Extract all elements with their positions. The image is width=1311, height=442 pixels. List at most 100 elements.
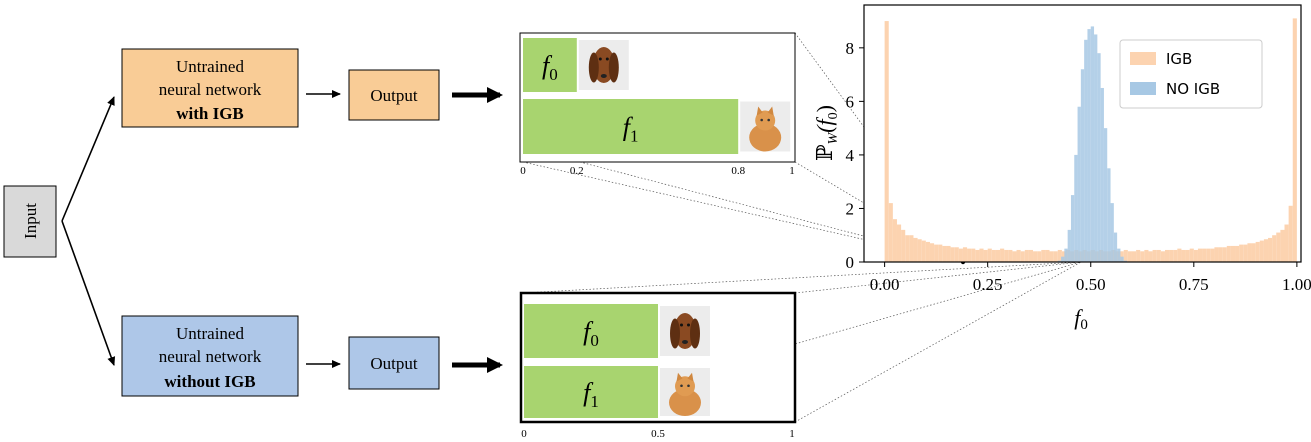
igb-hist-bin bbox=[1127, 251, 1132, 262]
y-tick-label-0: 0 bbox=[846, 253, 855, 272]
igb-hist-bin bbox=[1057, 249, 1062, 262]
x-tick-label-0: 0.00 bbox=[870, 275, 900, 294]
igb-hist-bin bbox=[1136, 249, 1141, 262]
noigb-hist-bin bbox=[1070, 195, 1075, 262]
noigb-output-bar-f1 bbox=[524, 366, 658, 418]
igb-hist-bin bbox=[967, 248, 972, 262]
igb-output-cat-photo-f1 bbox=[740, 101, 791, 152]
igb-hist-bin bbox=[1280, 229, 1285, 262]
igb-hist-bin bbox=[991, 249, 996, 262]
igb-hist-bin bbox=[1193, 249, 1198, 262]
noigb-hist-bin bbox=[1117, 248, 1121, 262]
igb-hist-bin bbox=[888, 203, 893, 262]
igb-hist-bin bbox=[975, 249, 980, 262]
igb-hist-bin bbox=[958, 248, 963, 262]
igb-hist-bin bbox=[892, 219, 897, 262]
noigb-hist-bin bbox=[1057, 260, 1062, 262]
igb-hist-bin bbox=[1012, 251, 1017, 262]
igb-hist-bin bbox=[1000, 248, 1005, 262]
output-noigb-box: Output bbox=[348, 336, 440, 390]
igb-hist-bin bbox=[1210, 248, 1215, 262]
arrow-to-igb-network bbox=[61, 96, 115, 222]
noigb-output-bar-f0 bbox=[524, 304, 658, 358]
igb-hist-bin bbox=[1140, 251, 1145, 262]
network-with-igb-line2: neural network bbox=[159, 80, 262, 99]
noigb-hist-bin bbox=[1094, 34, 1098, 262]
igb-hist-bin bbox=[1037, 251, 1042, 262]
igb-output-bar-f0 bbox=[523, 38, 577, 92]
noigb-output-axis-tick-1: 0.5 bbox=[651, 428, 665, 440]
noigb-hist-bin bbox=[1103, 128, 1108, 262]
igb-hist-bin bbox=[1292, 18, 1297, 262]
igb-hist-bin bbox=[913, 237, 918, 262]
igb-hist-bin bbox=[1276, 232, 1281, 262]
igb-hist-bin bbox=[1259, 240, 1264, 262]
legend-noigb-label: NO IGB bbox=[1166, 80, 1220, 98]
network-with-igb-line1: Untrained bbox=[176, 57, 244, 76]
igb-hist-bin bbox=[1123, 249, 1128, 262]
igb-hist-bin bbox=[995, 249, 1001, 262]
igb-hist-bin bbox=[983, 249, 988, 262]
network-without-igb-line1: Untrained bbox=[176, 324, 244, 343]
noigb-hist-bin bbox=[1064, 248, 1068, 262]
network-without-igb-line3: without IGB bbox=[164, 372, 255, 391]
igb-hist-bin bbox=[962, 247, 968, 262]
noigb-hist-bin bbox=[1077, 106, 1081, 263]
igb-output-bar-label-f1: f1 bbox=[623, 113, 639, 146]
igb-hist-bin bbox=[1181, 249, 1186, 262]
igb-hist-bin bbox=[1173, 249, 1178, 262]
network-with-igb-line3: with IGB bbox=[176, 104, 244, 123]
network-without-igb-box: Untrained neural network without IGB bbox=[121, 315, 299, 397]
network-with-igb-box: Untrained neural network with IGB bbox=[121, 48, 299, 128]
igb-hist-bin bbox=[917, 239, 922, 262]
igb-hist-bin bbox=[1028, 249, 1034, 262]
igb-output-axis-tick-1: 0.2 bbox=[570, 165, 584, 177]
igb-hist-bin bbox=[942, 245, 947, 262]
igb-hist-bin bbox=[950, 247, 955, 262]
noigb-hist-bin bbox=[1084, 39, 1088, 263]
igb-hist-bin bbox=[1272, 235, 1277, 262]
igb-hist-bin bbox=[1033, 251, 1038, 262]
igb-hist-bin bbox=[1255, 241, 1260, 262]
igb-hist-bin bbox=[1202, 248, 1207, 262]
igb-hist-bin bbox=[1185, 249, 1190, 262]
noigb-hist-bin bbox=[1107, 168, 1111, 262]
igb-hist-bin bbox=[1226, 245, 1231, 262]
noigb-hist-bin bbox=[1113, 232, 1118, 262]
igb-hist-bin bbox=[1156, 249, 1161, 262]
noigb-hist-bin bbox=[1067, 229, 1071, 262]
noigb-hist-bin bbox=[1120, 256, 1124, 262]
igb-output-axis-tick-0: 0 bbox=[520, 165, 526, 177]
igb-hist-bin bbox=[896, 224, 902, 262]
noigb-hist-bin bbox=[1061, 256, 1065, 262]
input-node: Input bbox=[3, 185, 57, 258]
igb-hist-bin bbox=[1016, 249, 1021, 262]
igb-hist-bin bbox=[1284, 224, 1289, 262]
igb-hist-bin bbox=[934, 244, 939, 262]
igb-hist-bin bbox=[1169, 249, 1174, 262]
histogram-x-label: f0 bbox=[1074, 305, 1088, 333]
igb-hist-bin bbox=[1268, 237, 1273, 262]
igb-hist-bin bbox=[1004, 249, 1009, 262]
legend-noigb-swatch bbox=[1130, 82, 1156, 95]
x-tick-label-3: 0.75 bbox=[1179, 275, 1209, 294]
igb-hist-bin bbox=[1218, 247, 1223, 262]
igb-hist-bin bbox=[1053, 251, 1058, 262]
igb-hist-bin bbox=[987, 248, 992, 262]
igb-hist-bin bbox=[1206, 248, 1211, 262]
igb-hist-bin bbox=[1152, 249, 1157, 262]
noigb-output-axis-tick-0: 0 bbox=[521, 428, 527, 440]
igb-hist-bin bbox=[1189, 248, 1194, 262]
igb-hist-bin bbox=[884, 21, 889, 262]
igb-hist-bin bbox=[925, 241, 930, 262]
igb-hist-bin bbox=[1160, 251, 1165, 262]
output-igb-box: Output bbox=[348, 69, 440, 121]
igb-hist-bin bbox=[1024, 249, 1029, 262]
noigb-hist-bin bbox=[1110, 203, 1114, 262]
igb-output-bar-f1 bbox=[523, 99, 739, 154]
igb-hist-bin bbox=[1049, 251, 1054, 262]
histogram-legend: IGB NO IGB bbox=[1119, 39, 1263, 109]
igb-hist-bin bbox=[929, 243, 935, 262]
